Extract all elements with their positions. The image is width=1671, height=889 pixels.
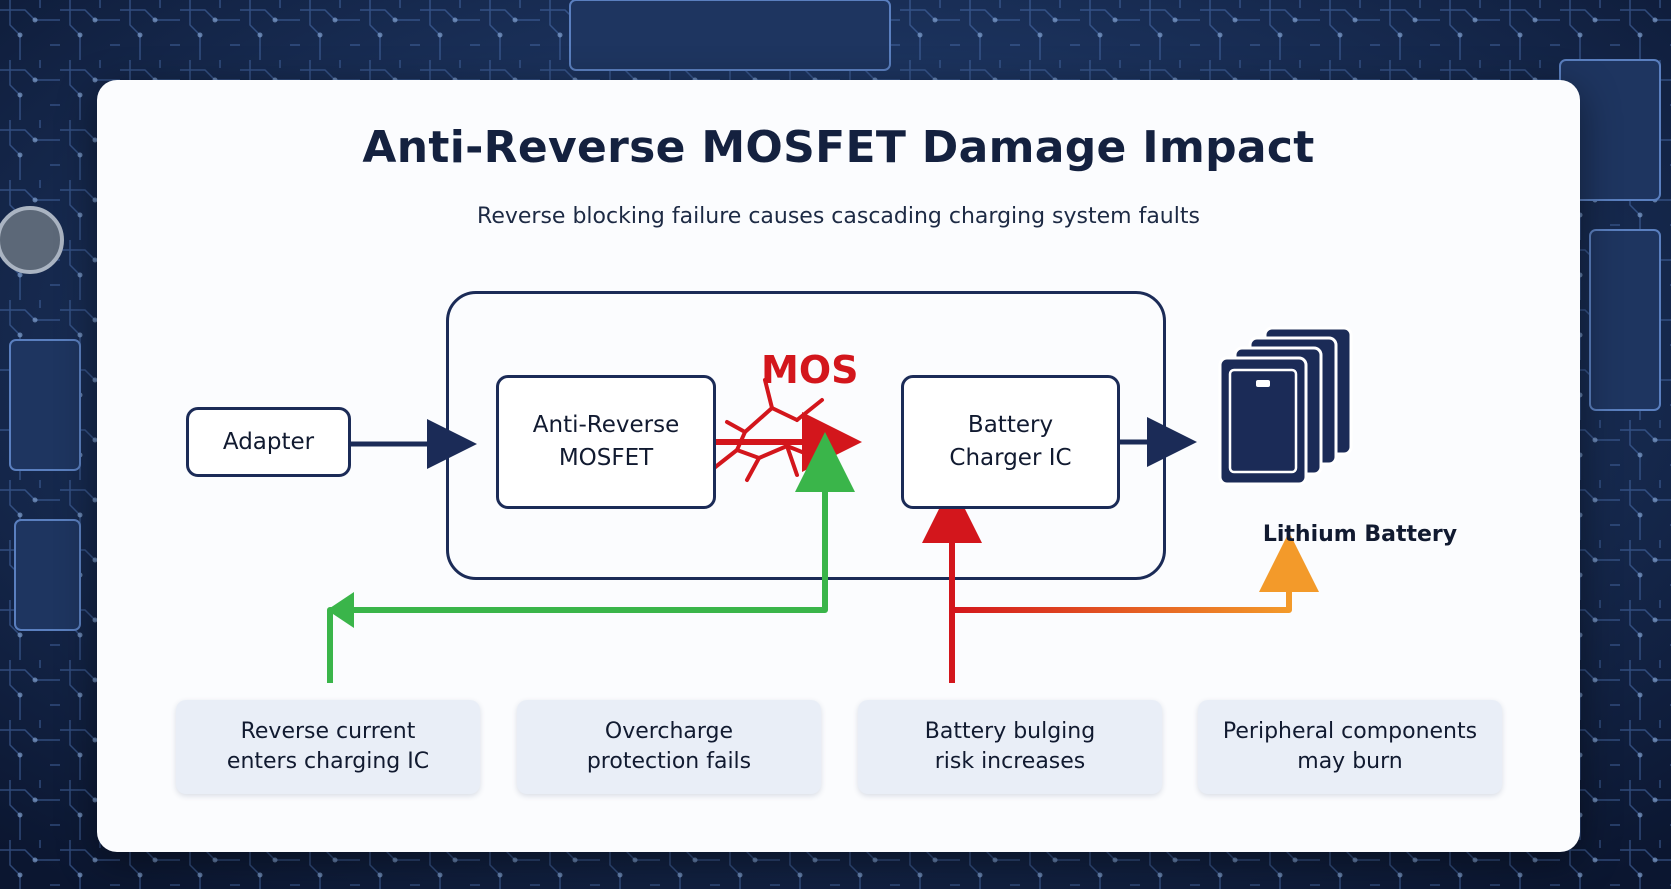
green-arrow-head-left xyxy=(327,592,354,628)
page-title: Anti-Reverse MOSFET Damage Impact xyxy=(362,122,1315,173)
anti-reverse-mosfet-node: Anti-Reverse MOSFET xyxy=(496,375,716,509)
effect-peripheral-burn: Peripheral components may burn xyxy=(1198,700,1502,794)
effect-reverse-current: Reverse current enters charging IC xyxy=(176,700,480,794)
diagram-card: Anti-Reverse MOSFET Damage Impact Revers… xyxy=(97,80,1580,852)
battery-charger-ic-node: Battery Charger IC xyxy=(901,375,1120,509)
mos-damage-label: MOS xyxy=(761,348,859,392)
red-orange-feedback-line xyxy=(952,532,1319,613)
green-reverse-current-arrow xyxy=(327,432,855,683)
lithium-battery-label: Lithium Battery xyxy=(1262,522,1458,547)
adapter-node: Adapter xyxy=(186,407,351,477)
lithium-battery-icon xyxy=(1218,326,1353,486)
effect-overcharge-protection: Overcharge protection fails xyxy=(517,700,821,794)
connection-arrows xyxy=(327,326,1353,683)
effect-battery-bulging: Battery bulging risk increases xyxy=(858,700,1162,794)
page-subtitle: Reverse blocking failure causes cascadin… xyxy=(477,204,1200,229)
